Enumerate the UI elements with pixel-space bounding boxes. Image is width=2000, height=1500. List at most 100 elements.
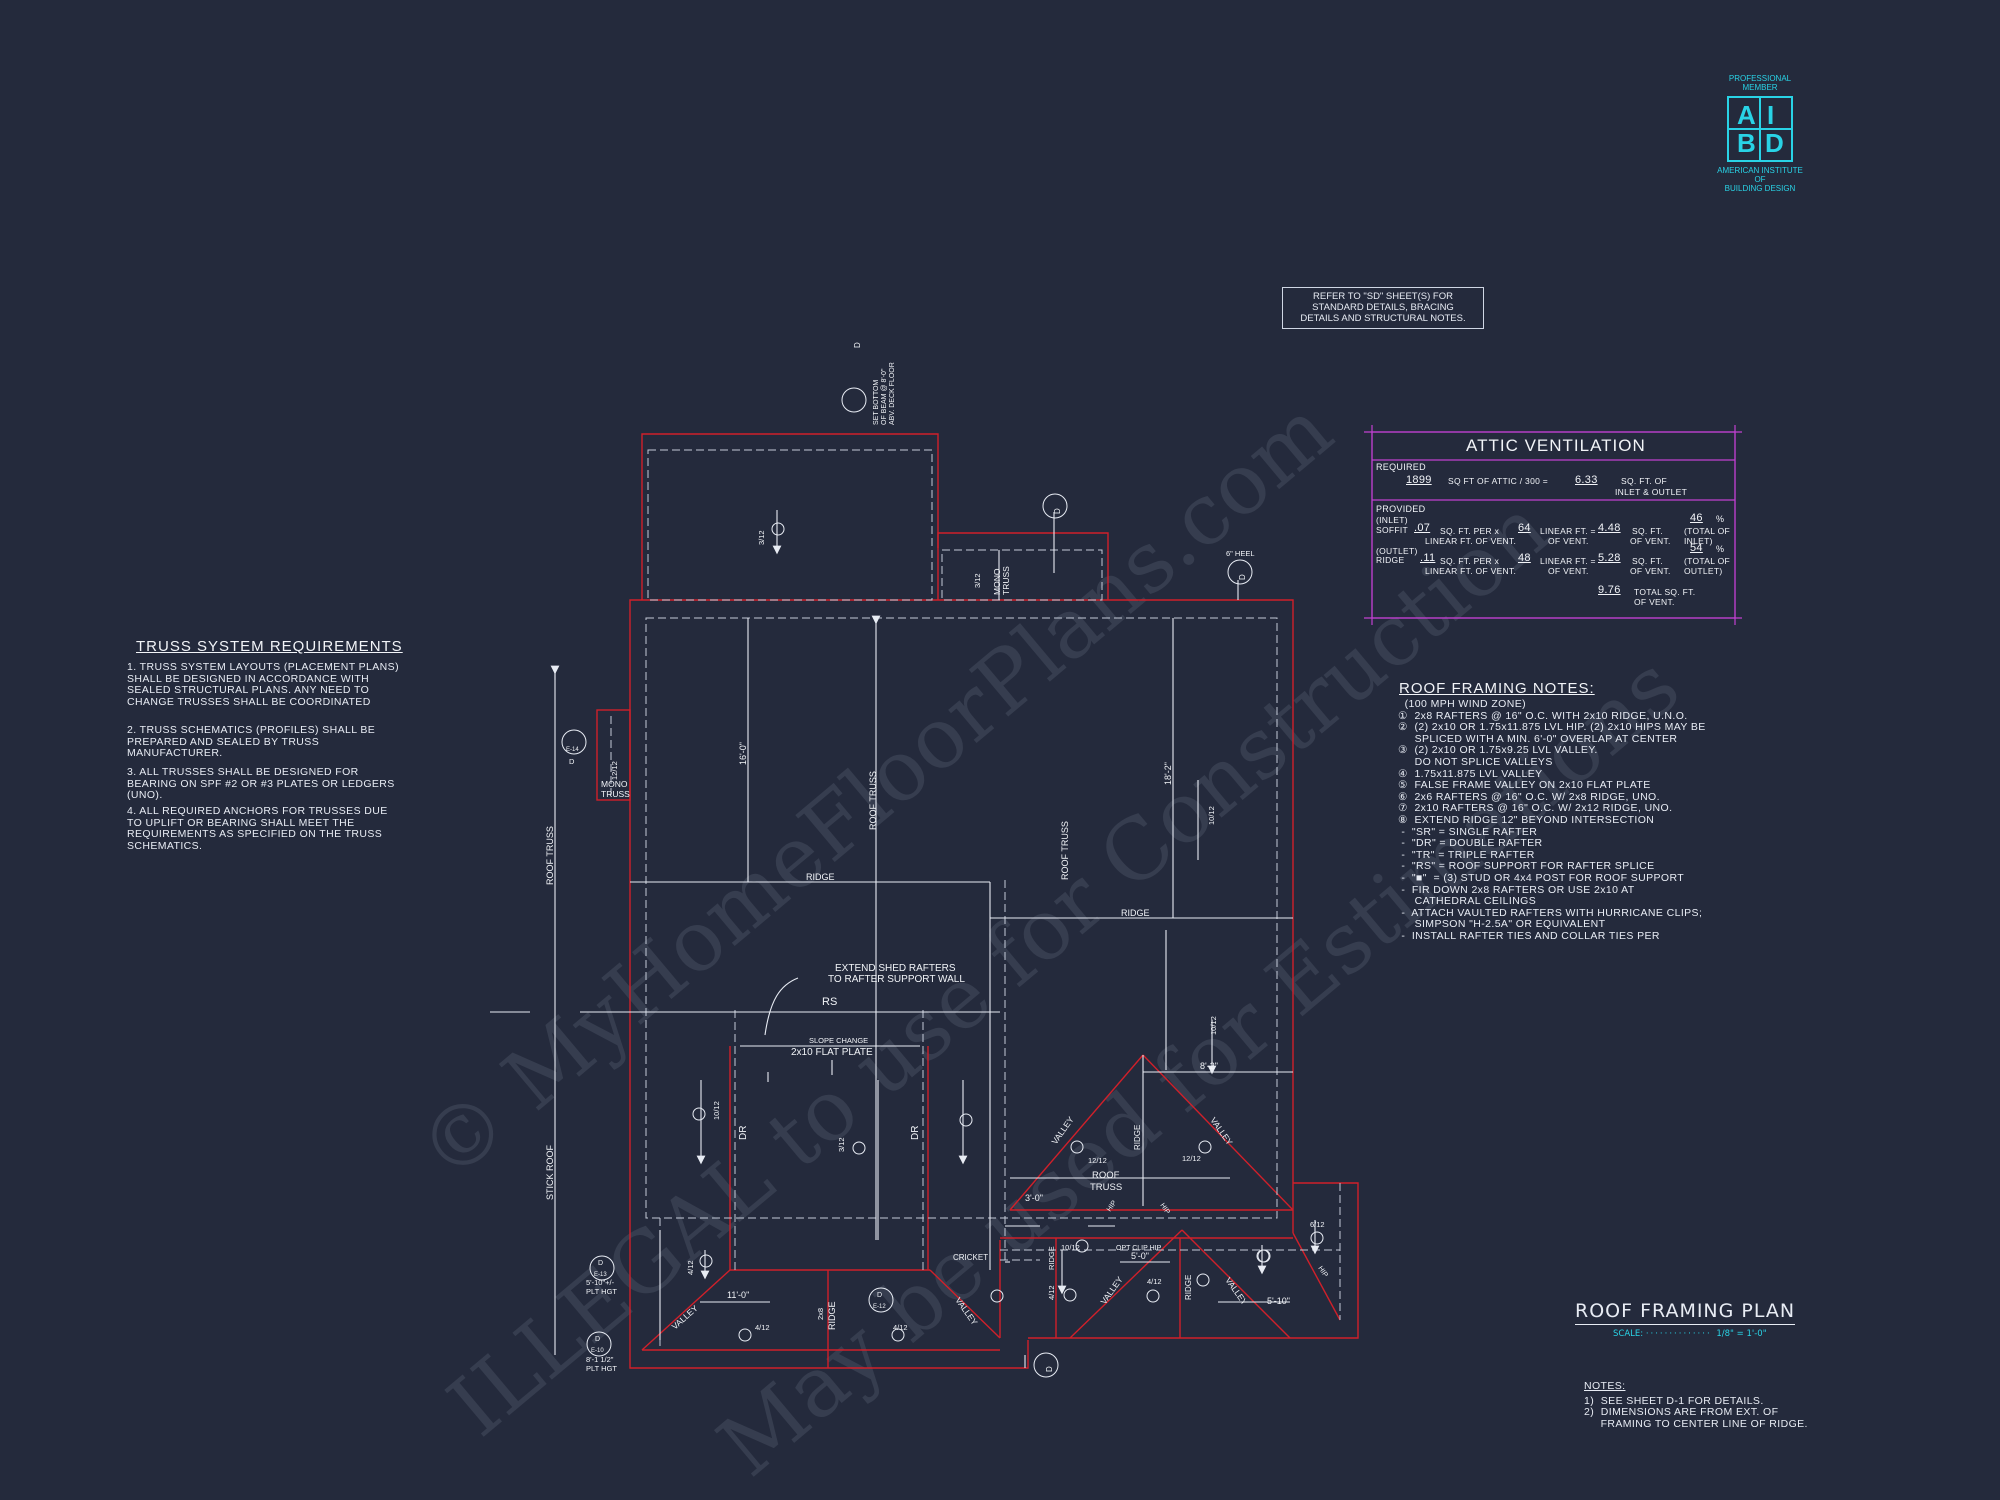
- attic-soffit-pct-sym: %: [1716, 514, 1725, 524]
- rs-label: RS: [822, 996, 837, 1008]
- dim-16ft: 16'-0": [738, 742, 748, 765]
- mono-truss-left-a: MONO: [601, 779, 628, 789]
- roof-truss-right: ROOF TRUSS: [1060, 821, 1070, 880]
- pitch-3-12-a: 3/12: [757, 530, 766, 545]
- aibd-bottom-line-2: OF: [1754, 175, 1766, 184]
- roof-note-line: ③ (2) 2x10 OR 1.75x9.25 LVL VALLEY.: [1398, 744, 1598, 757]
- roof-note-line: - ATTACH VAULTED RAFTERS WITH HURRICANE …: [1398, 906, 1703, 919]
- attic-required-label: REQUIRED: [1376, 462, 1426, 472]
- attic-required-result: 6.33: [1575, 474, 1598, 486]
- bubble-d-top-a: D: [853, 342, 862, 348]
- plt-height-2b: PLT HGT: [586, 1364, 617, 1373]
- slope-change-label: SLOPE CHANGE: [809, 1036, 868, 1045]
- hip-label-1: HIP: [1106, 1199, 1119, 1213]
- pitch-4-12-left: 4/12: [686, 1260, 695, 1275]
- attic-ridge-per: SQ. FT. PER x: [1440, 556, 1500, 566]
- attic-ridge-total-label2: OF VENT.: [1630, 566, 1671, 576]
- hip-label-2: HIP: [1158, 1202, 1171, 1216]
- aibd-logo: PROFESSIONAL MEMBER A I B D AMERICAN INS…: [1700, 74, 1820, 193]
- hip-label-3: HIP: [1316, 1265, 1329, 1279]
- roof-note-line: - "SR" = SINGLE RAFTER: [1398, 825, 1538, 838]
- sheet-scale: SCALE: ·············· 1/8" = 1'-0": [1613, 1329, 1767, 1339]
- pitch-12-12-b: 12/12: [1088, 1156, 1107, 1165]
- bubble-e13-label: E-13: [594, 1272, 607, 1278]
- attic-soffit-pct-label: (TOTAL OF: [1684, 526, 1730, 536]
- ridge-vertical-2: RIDGE: [827, 1301, 837, 1330]
- roof-truss-side: ROOF TRUSS: [545, 826, 555, 885]
- attic-ridge-total: 5.28: [1598, 552, 1621, 564]
- cricket-label: CRICKET: [953, 1253, 988, 1262]
- attic-grand-total-label2: OF VENT.: [1634, 597, 1675, 607]
- roof-notes-list: (100 MPH WIND ZONE) ① 2x8 RAFTERS @ 16" …: [1398, 698, 1706, 942]
- title-block: ROOF FRAMING PLAN SCALE: ·············· …: [1575, 1300, 1796, 1339]
- attic-soffit-lf: 64: [1518, 522, 1531, 534]
- plt-height-1: 5'-10"+/-: [586, 1278, 615, 1287]
- set-bottom-3: ABV. DECK FLOOR: [889, 362, 896, 425]
- attic-soffit-total-label: SQ. FT.: [1632, 526, 1663, 536]
- dr-label-left: DR: [738, 1126, 749, 1140]
- plan-text: RIDGE RIDGE RS SLOPE CHANGE 2x10 FLAT PL…: [566, 549, 1325, 1373]
- attic-soffit-pct: 46: [1690, 512, 1703, 524]
- aibd-letter-i: I: [1767, 100, 1775, 130]
- roof-note-line: ② (2) 2x10 OR 1.75x11.875 LVL HIP. (2) 2…: [1398, 721, 1706, 734]
- truss-requirement-1: 1. TRUSS SYSTEM LAYOUTS (PLACEMENT PLANS…: [127, 661, 399, 708]
- roof-truss-label-b: TRUSS: [1090, 1182, 1122, 1193]
- attic-soffit-total: 4.48: [1598, 522, 1621, 534]
- pitch-4-12-mid: 4/12: [1047, 1285, 1056, 1300]
- framing-lines: [490, 512, 1293, 1368]
- mono-truss-top-a: MONO: [992, 568, 1002, 595]
- attic-soffit-label: SOFFIT: [1376, 525, 1409, 535]
- attic-ridge-per2: LINEAR FT. OF VENT.: [1425, 566, 1517, 576]
- roof-note-line: CATHEDRAL CEILINGS: [1398, 895, 1537, 908]
- roof-note-line: - "DR" = DOUBLE RAFTER: [1398, 837, 1543, 850]
- set-bottom-1: SET BOTTOM: [873, 380, 880, 425]
- attic-inlet-label: (INLET): [1376, 515, 1408, 525]
- pitch-10-12-upper: 10/12: [1207, 806, 1216, 825]
- attic-title: ATTIC VENTILATION: [1466, 436, 1646, 455]
- roof-truss-center: ROOF TRUSS: [868, 771, 878, 830]
- roof-note-line: ① 2x8 RAFTERS @ 16" O.C. WITH 2x10 RIDGE…: [1398, 709, 1688, 722]
- roof-note-line: (100 MPH WIND ZONE): [1398, 698, 1526, 710]
- attic-ridge-lf: 48: [1518, 552, 1531, 564]
- roof-note-line: SPLICED WITH A MIN. 6'-0" OVERLAP AT CEN…: [1398, 732, 1678, 745]
- valley-label-4: VALLEY: [953, 1295, 979, 1327]
- aibd-bottom-line-1: AMERICAN INSTITUTE: [1717, 166, 1803, 175]
- roof-note-line: DO NOT SPLICE VALLEYS: [1398, 755, 1553, 768]
- scale-value: 1/8" = 1'-0": [1716, 1329, 1767, 1339]
- attic-ventilation-table: [1364, 425, 1742, 625]
- truss-requirement-3: 3. ALL TRUSSES SHALL BE DESIGNED FOR BEA…: [127, 766, 395, 802]
- pitch-10-12: 10/12: [1061, 1243, 1080, 1252]
- plt-height-2: 8'-1 1/2": [586, 1355, 614, 1364]
- attic-ridge-lf-label: LINEAR FT. =: [1540, 556, 1596, 566]
- dr-label-right: DR: [910, 1126, 921, 1140]
- ridge-vertical-3: RIDGE: [1047, 1246, 1056, 1270]
- attic-ridge-pct-label: (TOTAL OF: [1684, 556, 1730, 566]
- pitch-10-12-left: 10/12: [712, 1101, 721, 1120]
- truss-requirements-title: TRUSS SYSTEM REQUIREMENTS: [136, 638, 403, 655]
- detail-bubbles: [561, 387, 1253, 1378]
- dim-8ft2: 8'-2": [1200, 1061, 1218, 1071]
- bubble-e14-label: E-14: [566, 747, 579, 753]
- attic-soffit-lf-label2: OF VENT.: [1548, 536, 1589, 546]
- attic-grand-total: 9.76: [1598, 584, 1621, 596]
- ridge-vertical-1: RIDGE: [1133, 1125, 1142, 1150]
- opt-clip-hip-label: OPT CLIP HIP: [1116, 1245, 1162, 1252]
- roof-notes-title: ROOF FRAMING NOTES:: [1399, 680, 1595, 697]
- attic-ridge-value: .11: [1420, 552, 1436, 564]
- pitch-3-12-c: 3/12: [837, 1137, 846, 1152]
- flat-plate-label: 2x10 FLAT PLATE: [791, 1047, 873, 1058]
- bottom-note-line: 2) DIMENSIONS ARE FROM EXT. OF: [1584, 1406, 1779, 1419]
- bubble-e10-label: E-10: [591, 1348, 604, 1354]
- reference-note: REFER TO "SD" SHEET(S) FOR STANDARD DETA…: [1282, 287, 1484, 329]
- roof-note-line: - INSTALL RAFTER TIES AND COLLAR TIES PE…: [1398, 929, 1660, 942]
- attic-required-text: SQ FT OF ATTIC / 300 =: [1448, 476, 1549, 486]
- aibd-top-line-1: PROFESSIONAL: [1728, 74, 1792, 83]
- roof-note-line: - "TR" = TRIPLE RAFTER: [1398, 848, 1535, 861]
- aibd-letter-a: A: [1737, 100, 1756, 130]
- rafter-arrows: [696, 510, 1320, 1295]
- mono-truss-top-b: TRUSS: [1001, 566, 1011, 595]
- aibd-top-line-2: MEMBER: [1742, 83, 1778, 92]
- mono-truss-left-b: TRUSS: [601, 789, 630, 799]
- bottom-note-line: FRAMING TO CENTER LINE OF RIDGE.: [1584, 1417, 1808, 1430]
